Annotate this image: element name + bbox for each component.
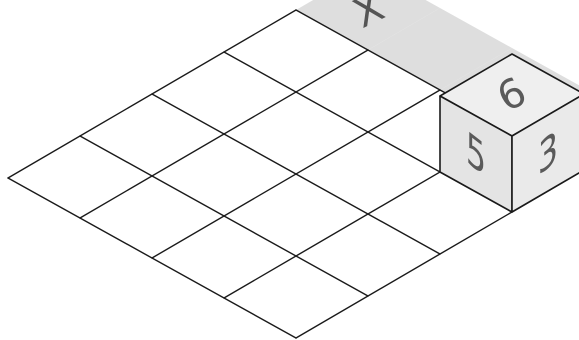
grid-line [8, 10, 296, 178]
grid-line [152, 90, 440, 258]
grid-line [80, 50, 368, 218]
